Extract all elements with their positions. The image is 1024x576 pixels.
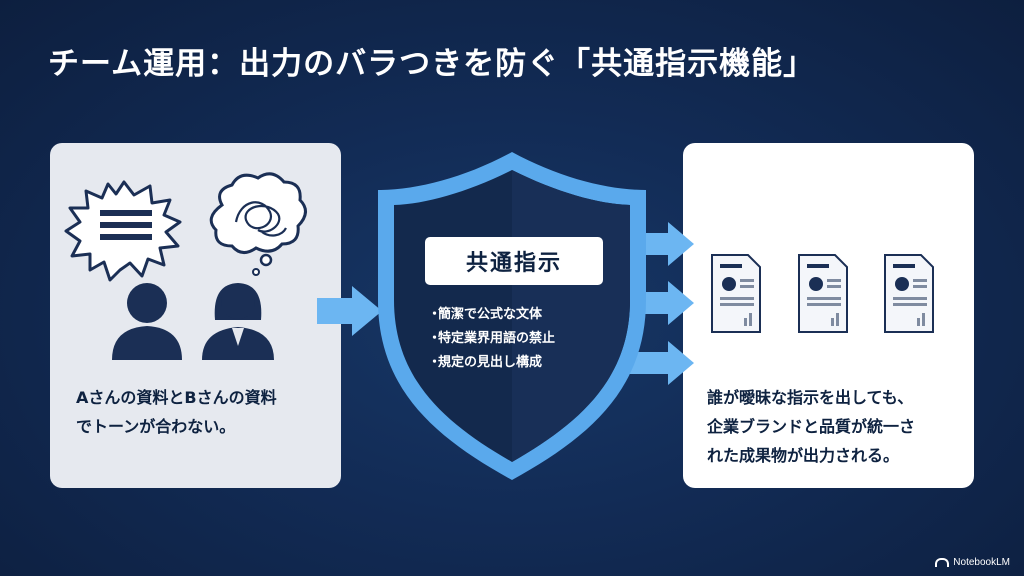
document-icon-2 [798, 254, 848, 333]
person-b-icon [202, 283, 274, 360]
list-item: ・特定業界用語の禁止 [428, 331, 556, 346]
list-item: ・規定の見出し構成 [428, 355, 543, 370]
notebooklm-logo-icon [935, 558, 950, 567]
arrow-to-shield [317, 286, 382, 336]
slide-title: チーム運用：出力のバラつきを防ぐ「共通指示機能」 [48, 46, 816, 82]
watermark-text: NotebookLM [953, 557, 1010, 568]
document-icon-1 [711, 254, 761, 333]
shield-label: 共通指示 [425, 237, 603, 285]
left-panel-caption: Aさんの資料とBさんの資料 でトーンが合わない。 [76, 388, 277, 436]
arrow-to-document-3 [624, 341, 694, 385]
watermark: NotebookLM [935, 557, 1010, 568]
person-a-icon [112, 283, 182, 360]
list-item: ・簡潔で公式な文体 [428, 307, 543, 322]
right-panel-caption: 誰が曖昧な指示を出しても、 企業ブランドと品質が統一さ れた成果物が出力される。 [707, 388, 916, 465]
arrow-to-document-2 [634, 281, 694, 325]
spiky-speech-bubble-icon [64, 180, 182, 282]
document-icon-3 [884, 254, 934, 333]
shield-instruction-list: ・簡潔で公式な文体 ・特定業界用語の禁止 ・規定の見出し構成 [428, 303, 618, 375]
thought-bubble-icon [209, 172, 307, 276]
